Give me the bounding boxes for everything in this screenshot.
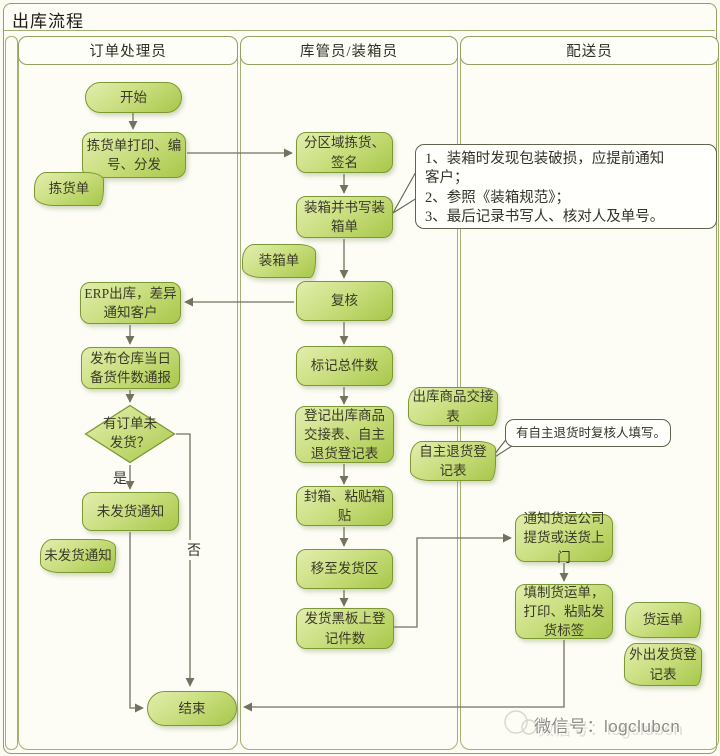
flow-node-pack-and-write: 装箱并书写装箱单 [296,196,393,238]
lane-header-deliverer: 配送员 [460,36,719,65]
doc-note-waybill: 货运单 [625,602,701,638]
flow-decision-text: 有订单未发货？ [103,416,157,450]
doc-note-unshipped-notice: 未发货通知 [40,539,116,573]
flow-decision-label: 有订单未发货？ [84,404,176,464]
doc-note-outbound-register: 外出发货登记表 [624,643,702,686]
watermark-ghost-text: 微信号：logclubcn [537,720,684,739]
watermark: 微信号：logclubcn 微信号：logclubcn [500,708,715,742]
lane-title-strip [5,36,18,750]
doc-note-pick-list: 拣货单 [34,172,104,206]
flow-node-seal-box: 封箱、粘贴箱贴 [296,486,393,526]
doc-note-self-return-form: 自主退货登记表 [410,441,496,481]
annotation-packing-rule-3: 3、最后记录书写人、核对人及单号。 [425,208,665,225]
decision-diamond-shape [84,404,176,464]
branch-label-no: 否 [185,540,203,560]
doc-note-packing-list: 装箱单 [242,244,316,278]
flow-node-unshipped-notice: 未发货通知 [82,492,179,531]
title-bar [3,3,715,31]
flow-decision-unshipped: 有订单未发货？ [84,404,176,464]
flow-node-erp-outbound: ERP出库，差异通知客户 [80,282,181,324]
annotation-packing-rule-1: 1、装箱时发现包装破损，应提前通知客户； [425,151,665,187]
lane-header-order-processor: 订单处理员 [18,36,238,65]
flow-node-end: 结束 [147,691,237,726]
annotation-packing-rules: 1、装箱时发现包装破损，应提前通知客户； 2、参照《装箱规范》； 3、最后记录书… [415,144,717,229]
branch-label-yes: 是 [113,472,127,487]
annotation-self-return: 有自主退货时复核人填写。 [505,419,671,447]
flow-node-register-forms: 登记出库商品交接表、自主退货登记表 [295,406,394,463]
lane-header-warehouse-packer: 库管员/装箱员 [240,36,458,65]
flow-node-start: 开始 [85,82,182,113]
watermark-text: 微信号：logclubcn [534,717,681,736]
flow-node-blackboard-count: 发货黑板上登记件数 [296,608,394,649]
flow-node-notify-carrier: 通知货运公司提货或送货上门 [515,511,613,565]
flow-node-move-to-shipping: 移至发货区 [296,549,393,589]
flow-node-fill-waybill: 填制货运单，打印、粘贴发货标签 [515,584,613,639]
flow-node-zone-picking: 分区域拣货、签名 [296,132,393,173]
flow-node-recheck: 复核 [296,281,393,321]
annotation-packing-rule-2: 2、参照《装箱规范》； [425,189,570,206]
flow-node-mark-total: 标记总件数 [296,346,393,386]
flow-node-print-picklist: 拣货单打印、编号、分发 [82,132,186,178]
page-title: 出库流程 [12,12,84,31]
flow-node-publish-count: 发布仓库当日备货件数通报 [81,347,180,389]
doc-note-handover-form: 出库商品交接表 [408,387,498,426]
